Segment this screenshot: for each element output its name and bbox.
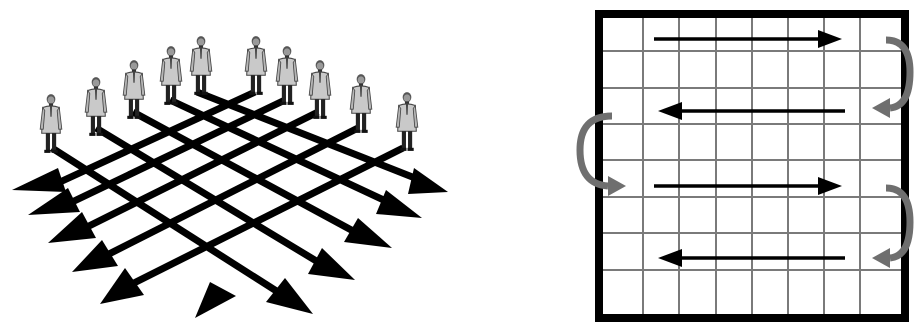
scan-arrow-right [654, 30, 842, 48]
perspective-grid-diagram [12, 35, 448, 318]
person-icon [244, 35, 268, 96]
scan-frame [595, 10, 909, 322]
scan-arrows [654, 30, 845, 267]
scan-grid [599, 14, 905, 318]
person-icon [84, 76, 108, 137]
grid-lines-right-diagonal [50, 88, 422, 295]
scan-arrow-left [658, 249, 845, 267]
person-icon [39, 93, 63, 154]
arrowheads-left [12, 168, 144, 304]
raster-scan-diagram [576, 10, 914, 322]
person-icon [308, 59, 332, 120]
turn-arrow-left [576, 112, 626, 196]
person-icon [275, 45, 299, 106]
person-icon [349, 73, 373, 134]
turn-arrow-right-bottom [872, 184, 914, 268]
person-icon [122, 59, 146, 120]
scan-arrow-right [654, 177, 842, 195]
person-icon [189, 35, 213, 96]
arrowheads-right [195, 168, 448, 318]
people-group [39, 35, 419, 154]
scan-arrow-left [658, 102, 845, 120]
person-icon [159, 45, 183, 106]
turn-arrows [576, 36, 914, 268]
person-icon [395, 91, 419, 152]
turn-arrow-right-top [872, 36, 914, 118]
